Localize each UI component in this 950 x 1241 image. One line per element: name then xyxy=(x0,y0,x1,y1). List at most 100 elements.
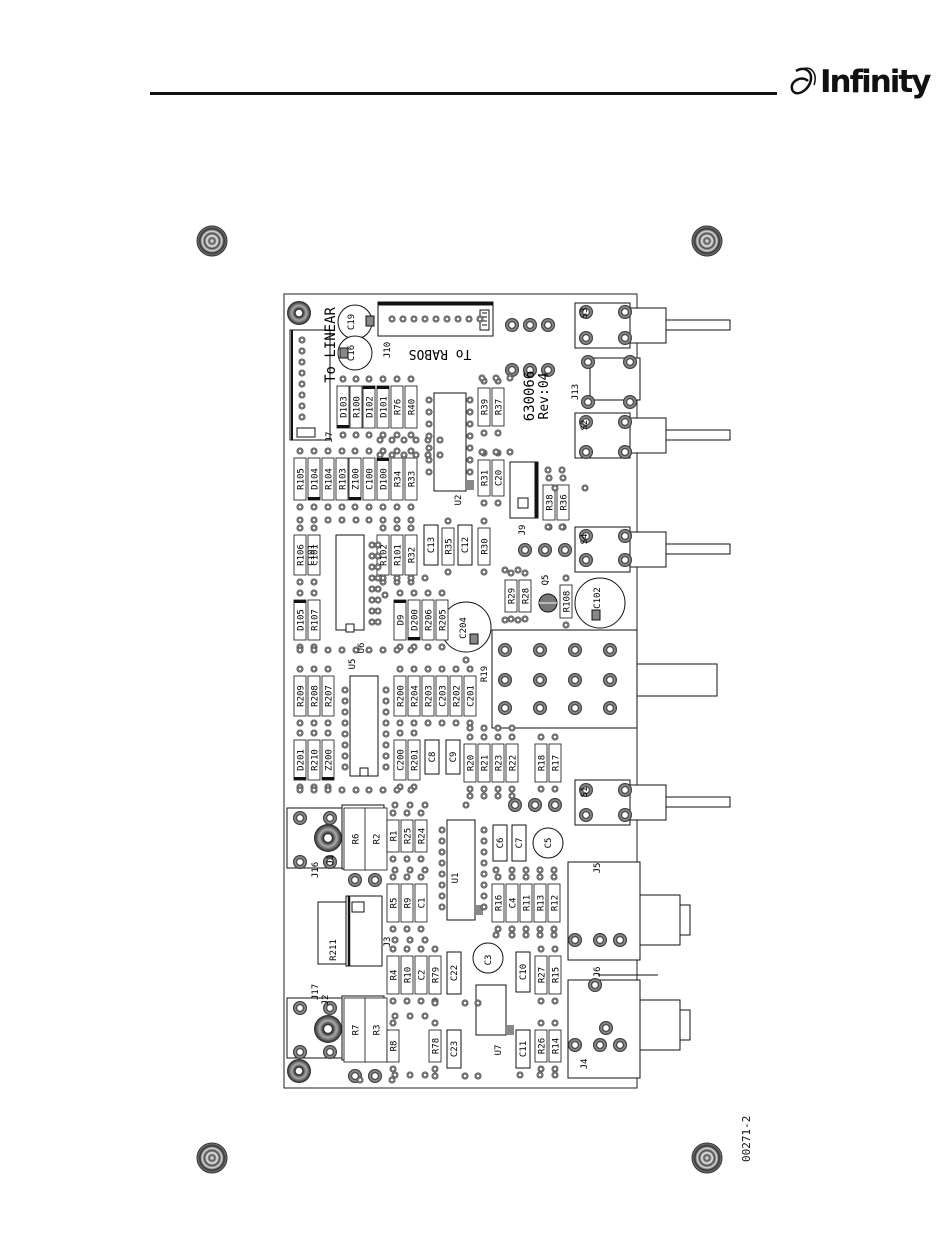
solder-pad xyxy=(388,1076,396,1084)
solder-pad xyxy=(374,585,382,593)
solder-pad xyxy=(407,524,415,532)
solder-pad xyxy=(438,837,446,845)
solder-pad xyxy=(438,589,446,597)
capacitor-c6 xyxy=(492,824,508,862)
solder-pad xyxy=(338,447,346,455)
solder-pad xyxy=(382,719,390,727)
solder-pad xyxy=(410,729,418,737)
solder-pad xyxy=(393,375,401,383)
solder-pad xyxy=(559,474,567,482)
label-c12: C12 xyxy=(461,537,471,553)
solder-pad xyxy=(537,785,545,793)
label-r39: R39 xyxy=(481,399,491,415)
solder-pad xyxy=(310,646,318,654)
solder-pad xyxy=(393,431,401,439)
solder-pad xyxy=(551,733,559,741)
solder-pad xyxy=(341,708,349,716)
part-r202 xyxy=(449,675,463,717)
solder-pad xyxy=(368,541,376,549)
label-r18: R18 xyxy=(538,755,548,771)
capacitor-c23 xyxy=(446,1029,462,1069)
solder-pad xyxy=(618,783,632,797)
solder-pad xyxy=(431,1019,439,1027)
part-r22 xyxy=(505,743,519,783)
label-r11: R11 xyxy=(523,895,533,911)
part-r35 xyxy=(441,527,455,566)
solder-pad xyxy=(410,589,418,597)
solder-pad xyxy=(310,786,318,794)
solder-pad xyxy=(522,925,530,933)
label-j9: J9 xyxy=(518,525,528,536)
solder-pad xyxy=(296,503,304,511)
label-c16: C16 xyxy=(347,345,357,361)
label-r202: R202 xyxy=(453,685,463,707)
solder-pad xyxy=(374,563,382,571)
solder-pad xyxy=(588,978,602,992)
solder-pad xyxy=(536,866,544,874)
part-r205 xyxy=(435,599,449,641)
solder-pad xyxy=(341,752,349,760)
infinity-logo-icon xyxy=(790,67,816,95)
label-c19: C19 xyxy=(347,314,357,330)
solder-pad xyxy=(462,656,470,664)
solder-pad xyxy=(537,1019,545,1027)
switch-s3 xyxy=(574,302,731,349)
solder-pad xyxy=(462,801,470,809)
label-c2: C2 xyxy=(418,970,428,981)
solder-pad xyxy=(536,925,544,933)
solder-pad xyxy=(431,945,439,953)
solder-pad xyxy=(368,607,376,615)
polarity-band xyxy=(294,777,306,780)
polarity-band xyxy=(308,497,320,500)
solder-pad xyxy=(399,315,407,323)
label-c101: C101 xyxy=(311,544,321,566)
solder-pad xyxy=(613,933,627,947)
solder-pad xyxy=(498,701,512,715)
label-r14: R14 xyxy=(552,1038,562,1054)
solder-pad xyxy=(618,808,632,822)
label-c9: C9 xyxy=(449,752,459,763)
solder-pad xyxy=(579,808,593,822)
solder-pad xyxy=(551,484,559,492)
label-j2: J2 xyxy=(321,995,331,1006)
solder-pad xyxy=(296,578,304,586)
solder-pad xyxy=(368,596,376,604)
solder-pad xyxy=(494,925,502,933)
solder-pad xyxy=(382,741,390,749)
polarity-band xyxy=(349,497,361,500)
solder-pad xyxy=(424,589,432,597)
label-j1: J1 xyxy=(326,855,336,866)
part-r40 xyxy=(404,385,418,429)
label-r31: R31 xyxy=(481,470,491,486)
solder-pad xyxy=(581,484,589,492)
solder-pad xyxy=(568,1038,582,1052)
label-r1: R1 xyxy=(390,831,400,842)
part-c4 xyxy=(505,883,519,923)
solder-pad xyxy=(393,786,401,794)
solder-pad xyxy=(296,646,304,654)
solder-pad xyxy=(403,809,411,817)
capacitor-c7 xyxy=(511,824,527,862)
solder-pad xyxy=(393,646,401,654)
solder-pad xyxy=(296,447,304,455)
solder-pad xyxy=(293,1001,307,1015)
solder-pad xyxy=(438,719,446,727)
solder-pad xyxy=(352,786,360,794)
label-u1: U1 xyxy=(451,873,461,884)
solder-pad xyxy=(466,468,474,476)
solder-pad xyxy=(480,837,488,845)
solder-pad xyxy=(478,374,486,382)
solder-pad xyxy=(568,643,582,657)
solder-pad xyxy=(403,925,411,933)
solder-pad xyxy=(466,733,474,741)
part-r26 xyxy=(534,1029,548,1063)
to-rabos-label: To RABOS xyxy=(409,346,472,361)
solder-pad xyxy=(374,607,382,615)
solder-pad xyxy=(403,945,411,953)
solder-pad xyxy=(389,809,397,817)
solder-pad xyxy=(296,589,304,597)
part-r78 xyxy=(428,1029,442,1063)
capacitor-c11 xyxy=(515,1029,531,1069)
label-r3: R3 xyxy=(373,1025,383,1036)
